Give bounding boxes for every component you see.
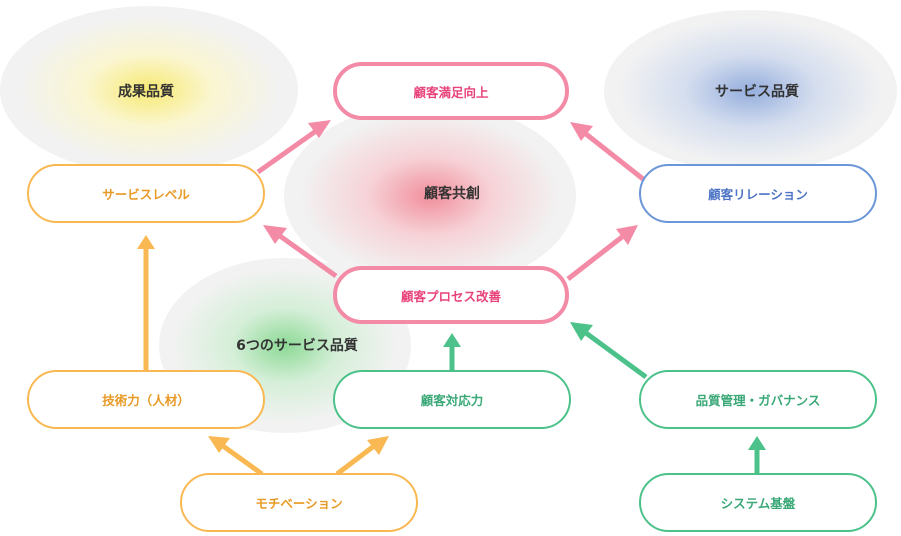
arrow-relation-to-satisfaction [584,132,645,181]
quality-governance-label: 品質管理・ガバナンス [695,393,821,408]
arrowhead [570,122,593,141]
arrowhead [616,225,638,245]
service-quality-label: サービス品質 [715,84,799,100]
arrowhead [208,436,230,453]
customer-cocreation-area [284,103,576,289]
arrow-improvement-to-service-level [278,233,338,279]
outcome-quality-label: 成果品質 [118,84,174,100]
customer-satisfaction-node: 顧客満足向上 [333,62,569,120]
arrow-motivation-to-technical [221,443,264,477]
arrowhead [367,436,389,455]
system-foundation-label: システム基盤 [720,496,796,511]
customer-process-improvement-node: 顧客プロセス改善 [333,266,569,324]
arrowhead [137,235,155,249]
arrow-motivation-to-response [335,444,376,476]
arrowhead [443,333,461,347]
customer-process-improvement-label: 顧客プロセス改善 [400,288,501,304]
motivation-node: モチベーション [180,473,418,532]
system-foundation-node: システム基盤 [639,473,877,532]
six-service-qualities-label: 6つのサービス品質 [236,338,358,354]
outcome-quality-area [0,6,298,174]
arrowhead [748,436,766,450]
arrowhead [308,120,331,138]
customer-response-label: 顧客対応力 [420,393,484,408]
arrowhead [570,322,593,341]
quality-governance-node: 品質管理・ガバナンス [639,370,877,429]
arrow-improvement-to-relation [566,235,624,281]
technical-capability-label: 技術力（人材） [102,393,190,408]
technical-capability-node: 技術力（人材） [27,370,265,429]
customer-response-node: 顧客対応力 [333,370,571,429]
arrow-governance-to-improvement [584,330,648,380]
customer-satisfaction-label: 顧客満足向上 [413,84,489,100]
service-quality-area [604,10,897,172]
arrow-service-level-to-satisfaction [256,128,318,175]
service-level-node: サービスレベル [27,164,265,223]
motivation-label: モチベーション [255,496,343,511]
service-level-label: サービスレベル [102,187,190,202]
customer-relation-node: 顧客リレーション [639,164,877,223]
customer-cocreation-label: 顧客共創 [424,186,480,202]
arrowhead [263,225,287,244]
customer-relation-label: 顧客リレーション [708,187,808,202]
